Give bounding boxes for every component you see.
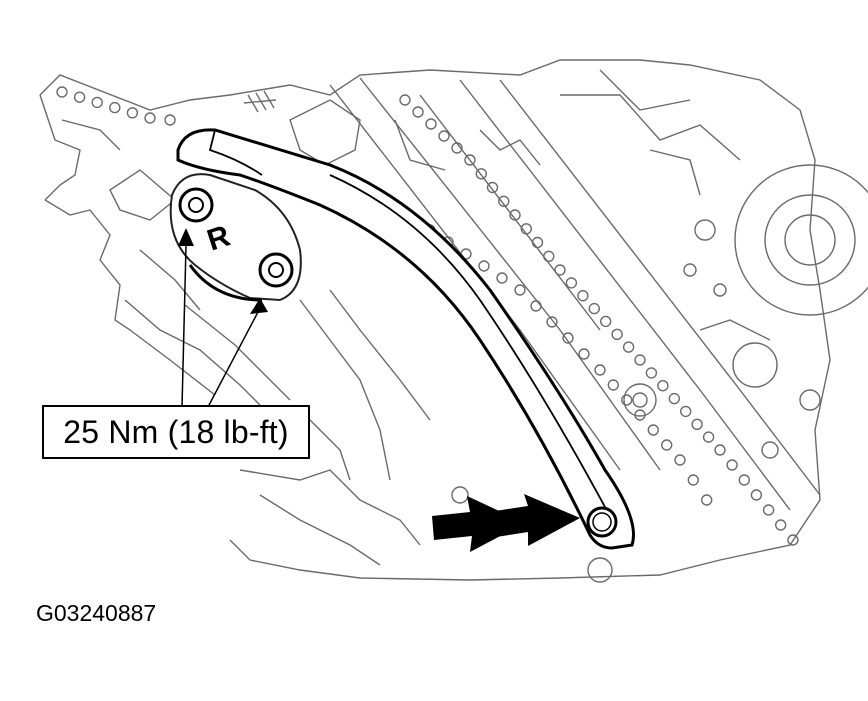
chain-link [412,106,424,118]
bolt-upper [178,187,214,223]
chain-link [546,316,558,328]
chain-link [109,101,121,114]
chain-link [738,474,750,486]
pointer-arrow-lower [250,298,268,314]
rotation-arrow-arc [188,264,263,302]
chain-link [399,94,411,106]
chain-link [464,154,476,166]
chain-link [668,392,680,405]
chain-link [438,130,450,142]
indicator-arrow-icon [432,494,580,552]
chain-link [565,277,578,289]
chain-link [520,223,532,235]
timing-chain-upper [56,86,176,126]
chain-link [674,454,686,466]
chain-link [498,195,510,208]
chain-link [680,405,692,418]
chain-link [496,272,508,284]
chain-link [588,302,600,315]
chain-link [657,380,669,392]
chain-link [543,250,555,262]
chain-link [775,519,787,531]
pointer-arrow-upper [178,228,194,246]
chain-link [687,474,699,486]
chain-link [701,494,713,506]
chain-link [578,348,590,360]
chain-link [509,209,521,221]
chain-link [475,168,487,180]
chain-link [702,431,715,443]
chain-link [562,332,574,344]
chain-link [530,300,542,312]
chain-link [647,424,659,436]
chain-link [611,328,623,340]
chain-link [634,409,646,421]
chain-link [451,142,463,154]
chain-link [750,489,763,501]
chain-link [607,379,619,391]
chain-link [478,260,490,272]
chain-link [787,534,799,546]
chain-link [73,91,86,103]
leader-line-lower [207,311,259,408]
chain-link [661,439,673,451]
chain-link [164,114,176,126]
chain-link [634,354,646,366]
chain-link [621,394,633,406]
chain-link [91,96,103,109]
chain-link [554,264,566,276]
chain-link [577,290,589,302]
chain-link [514,284,526,296]
leader-line-upper [181,245,187,408]
chain-link [726,459,738,471]
chain-link [486,181,499,194]
chain-link [425,118,437,130]
torque-spec-label: 25 Nm (18 lb-ft) [42,405,310,459]
chain-link [144,112,156,124]
chain-guide [176,128,635,550]
timing-chain-right [399,94,799,546]
chain-link [762,504,775,516]
chain-link [600,315,612,328]
chain-link [56,86,68,98]
chain-link [126,107,139,119]
engine-background-lines [39,59,868,583]
bolt-lower [258,252,294,288]
chain-link [714,444,726,456]
chain-link [645,367,658,379]
chain-link [531,236,544,249]
chain-link [622,341,635,353]
figure-id: G03240887 [36,600,157,626]
chain-link [594,364,606,376]
chain-link [691,418,703,430]
